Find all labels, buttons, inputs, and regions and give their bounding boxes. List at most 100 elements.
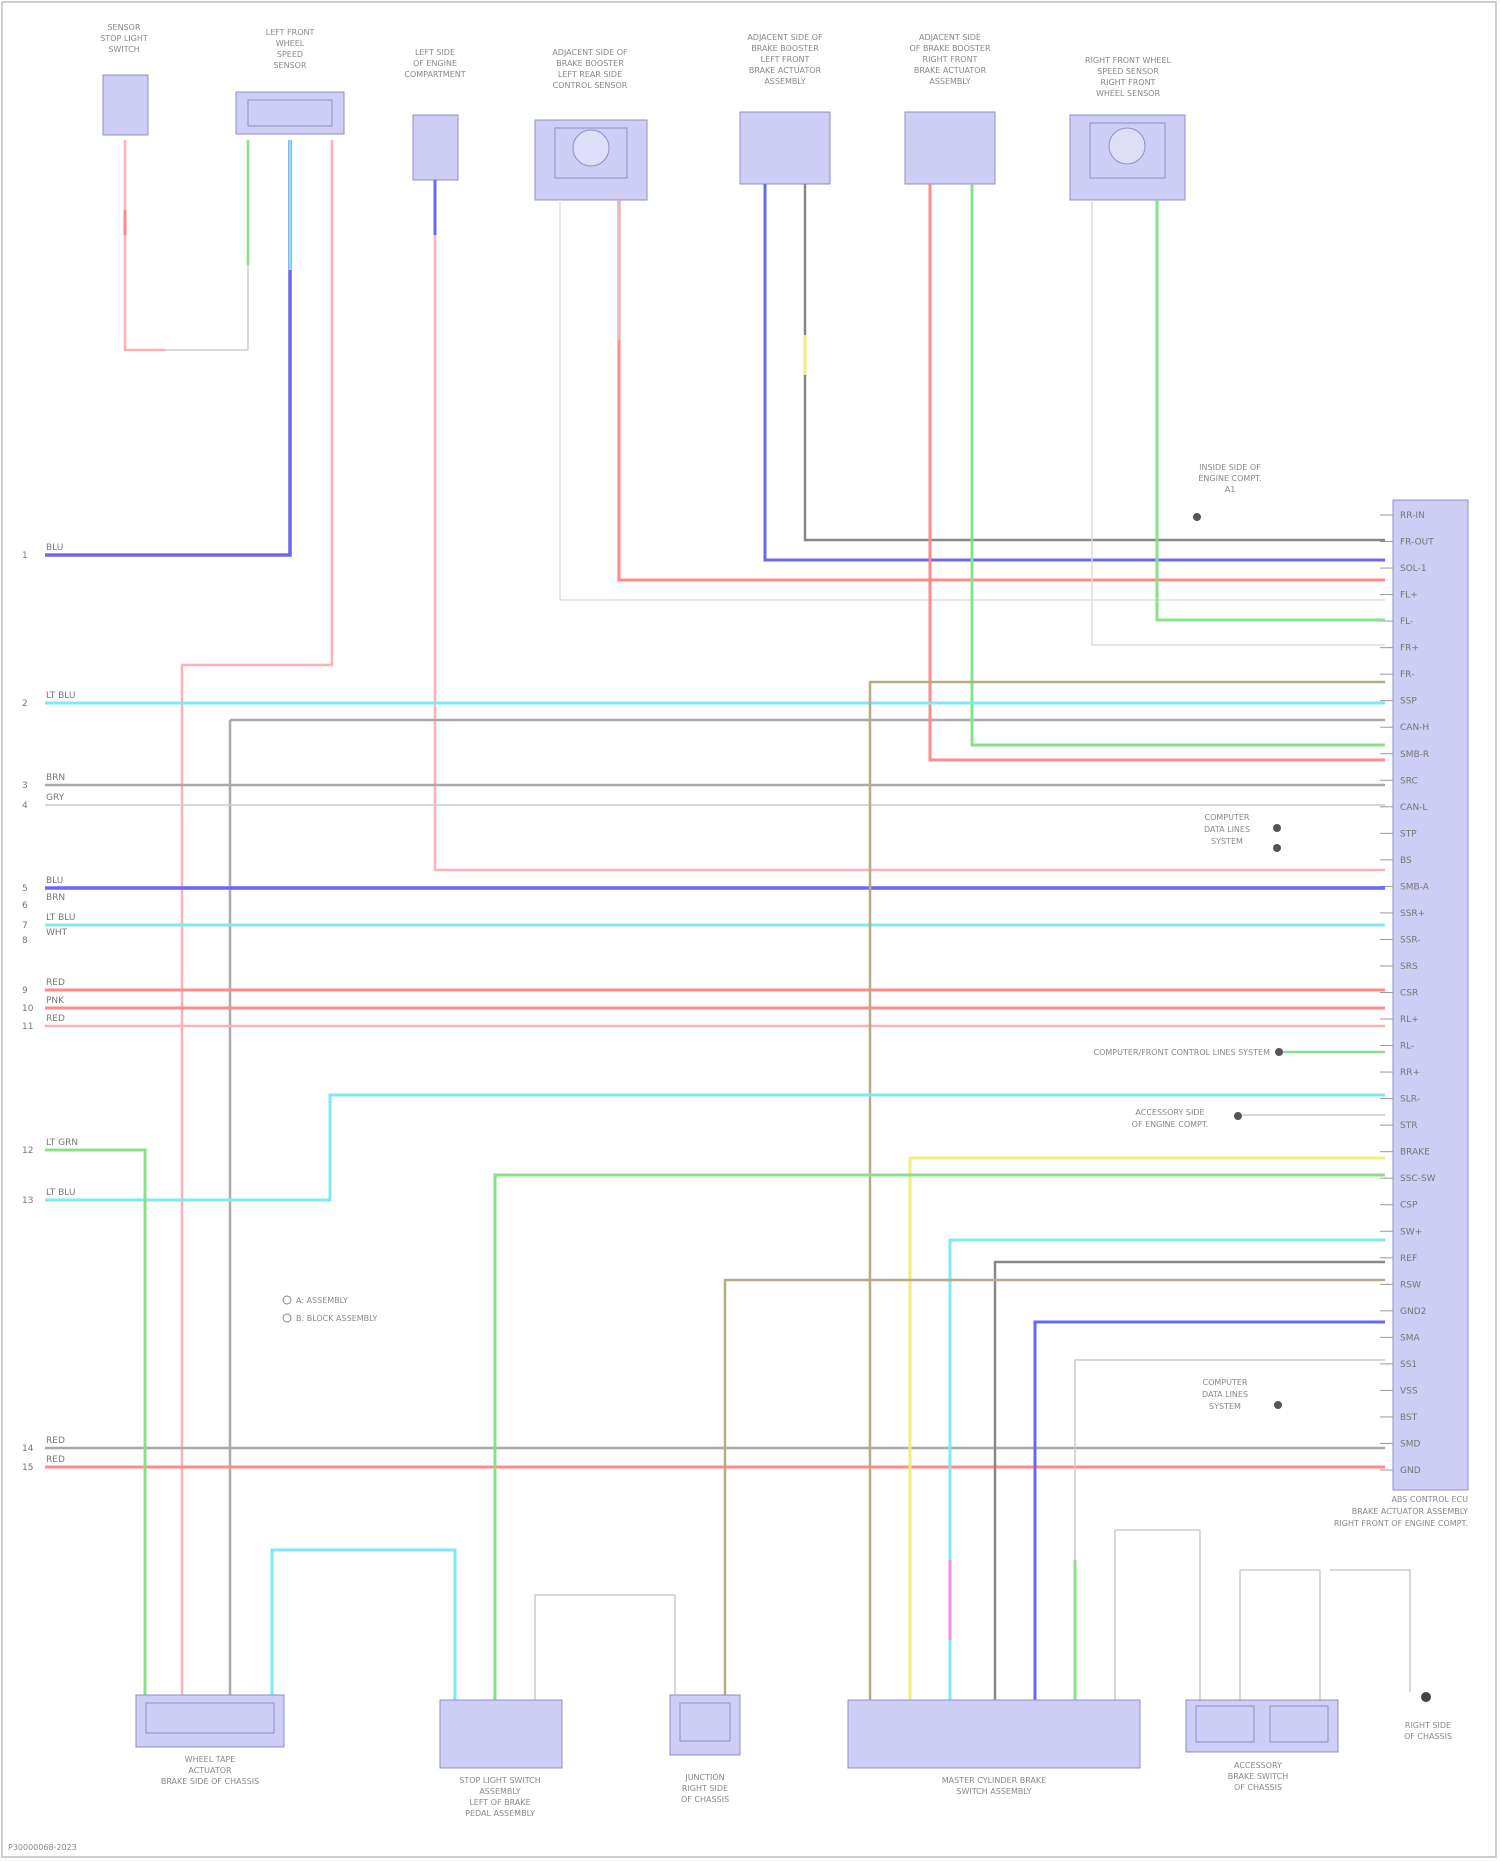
left-wire-color: LT BLU [46, 691, 75, 701]
ecu-pin-label: REF [1400, 1254, 1417, 1264]
sensor-icon [573, 130, 609, 166]
wire [972, 184, 1385, 745]
ecu-pin-label: RL- [1400, 1042, 1414, 1052]
ecu-pin-label: SLR- [1400, 1095, 1420, 1105]
ecu-pin-label: CSP [1400, 1201, 1418, 1211]
left-wire-color: BRN [46, 893, 65, 903]
left-wire-color: WHT [46, 928, 68, 938]
connector-box [740, 112, 830, 184]
wire [495, 1175, 1385, 1700]
ecu-pin-label: BS [1400, 856, 1412, 866]
ecu-title: ABS CONTROL ECUBRAKE ACTUATOR ASSEMBLYRI… [1334, 1495, 1468, 1528]
left-wire-number: 12 [22, 1146, 33, 1156]
wire [870, 682, 1385, 1700]
ecu-pin-label: RR-IN [1400, 511, 1425, 521]
component-title: ADJACENT SIDEOF BRAKE BOOSTERRIGHT FRONT… [910, 33, 991, 86]
wire-layer [45, 140, 1410, 1700]
note-front-control: COMPUTER/FRONT CONTROL LINES SYSTEM [1093, 1048, 1283, 1057]
left-wire-number: 15 [22, 1463, 33, 1473]
wire [1157, 200, 1385, 620]
left-wire-color: BLU [46, 543, 63, 553]
ecu-pin-label: SMA [1400, 1333, 1420, 1343]
connector-box [236, 92, 344, 134]
wire [272, 1550, 455, 1700]
ecu-pin-label: STR [1400, 1121, 1417, 1131]
component-wheel-tape-actuator: WHEEL TAPEACTUATORBRAKE SIDE OF CHASSIS [136, 1695, 284, 1786]
wire [165, 140, 248, 350]
wire [1115, 1530, 1200, 1700]
left-wire-number: 1 [22, 551, 28, 561]
wire [435, 180, 1385, 870]
ecu-pin-label: CSR [1400, 989, 1418, 999]
left-wire-number: 11 [22, 1022, 33, 1032]
left-wire-color: BLU [46, 876, 63, 886]
connector-box [103, 75, 148, 135]
left-wire-number: 10 [22, 1004, 34, 1014]
left-wire-color: RED [46, 1014, 65, 1024]
left-wire-number: 5 [22, 884, 28, 894]
ecu-pin-label: GND [1400, 1466, 1421, 1476]
ecu-pin-label: SMB-A [1400, 882, 1430, 892]
ecu-pin-label: RSW [1400, 1280, 1421, 1290]
note-text: COMPUTER/FRONT CONTROL LINES SYSTEM [1093, 1048, 1270, 1057]
ecu-pin-label: SMD [1400, 1439, 1420, 1449]
connector-box [905, 112, 995, 184]
left-wire-color: BRN [46, 773, 65, 783]
left-wire-number: 7 [22, 921, 28, 931]
left-wire-color: RED [46, 1436, 65, 1446]
wire [765, 184, 1385, 560]
component-master-cylinder-brake-switch: MASTER CYLINDER BRAKESWITCH ASSEMBLY [848, 1700, 1140, 1796]
wire [1240, 1570, 1320, 1700]
legend-item: A: ASSEMBLY [296, 1296, 348, 1305]
left-wire-color: RED [46, 1455, 65, 1465]
splice-dot [1234, 1112, 1242, 1120]
component-stop-light-switch-assembly: STOP LIGHT SWITCHASSEMBLYLEFT OF BRAKEPE… [440, 1700, 562, 1818]
ecu-pin-label: FR- [1400, 670, 1414, 680]
ecu-pin-label: SRC [1400, 776, 1418, 786]
splice-dot [1274, 1401, 1282, 1409]
note-accessory-side: ACCESSORY SIDEOF ENGINE COMPT. [1132, 1108, 1242, 1129]
wire [995, 1262, 1385, 1700]
legend-marker [283, 1314, 291, 1322]
component-title: WHEEL TAPEACTUATORBRAKE SIDE OF CHASSIS [161, 1755, 259, 1786]
ecu-pin-label: STP [1400, 829, 1417, 839]
left-wire-color: LT BLU [46, 1188, 75, 1198]
left-wire-number: 2 [22, 699, 28, 709]
connector-box [440, 1700, 562, 1768]
left-wire-color: PNK [46, 996, 65, 1006]
splice-dot [1273, 844, 1281, 852]
component-title: ACCESSORYBRAKE SWITCHOF CHASSIS [1228, 1761, 1288, 1792]
ecu-pin-label: SSC-SW [1400, 1174, 1436, 1184]
ecu-pin-label: FR+ [1400, 644, 1419, 654]
left-wire-color: GRY [46, 793, 65, 803]
ground-dot [1193, 513, 1201, 521]
left-wire-number: 3 [22, 781, 28, 791]
component-title: ADJACENT SIDE OFBRAKE BOOSTERLEFT REAR S… [552, 48, 628, 90]
wire [725, 1280, 1385, 1700]
left-wire-number: 14 [22, 1444, 34, 1454]
ecu-pin-label: SOL-1 [1400, 564, 1427, 574]
left-wire-color: RED [46, 978, 65, 988]
ecu-pin-label: RL+ [1400, 1015, 1419, 1025]
ecu-pin-label: SSR- [1400, 935, 1421, 945]
sensor-icon [1109, 128, 1145, 164]
ecu-pin-label: FR-OUT [1400, 538, 1434, 548]
ecu-pin-label: RR+ [1400, 1068, 1420, 1078]
component-title: ADJACENT SIDE OFBRAKE BOOSTERLEFT FRONTB… [747, 33, 823, 86]
legend: A: ASSEMBLY B: BLOCK ASSEMBLY [283, 1296, 378, 1323]
